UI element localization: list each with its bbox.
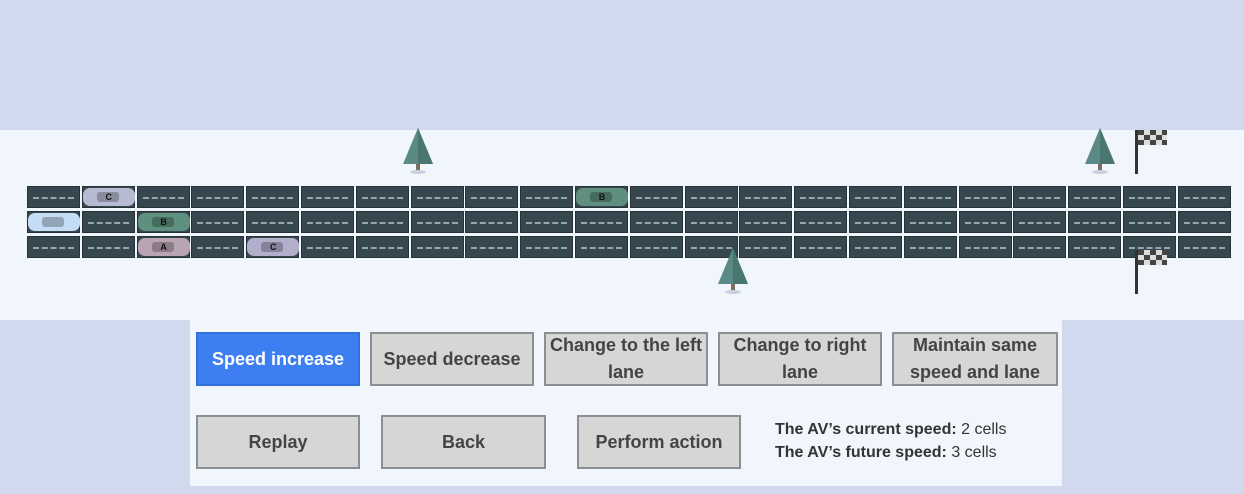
road-cell bbox=[739, 186, 793, 208]
road-cell bbox=[520, 211, 574, 233]
road-cell bbox=[27, 186, 80, 208]
road-cell bbox=[246, 186, 300, 208]
road-cell bbox=[684, 236, 738, 258]
road-cell bbox=[794, 211, 848, 233]
car-label: C bbox=[105, 192, 113, 202]
road-cell bbox=[629, 211, 683, 233]
road-cell bbox=[410, 211, 464, 233]
speed-info: The AV’s current speed: 2 cells The AV’s… bbox=[775, 418, 1006, 464]
replay-button[interactable]: Replay bbox=[196, 415, 360, 469]
future-speed-value: 3 cells bbox=[951, 444, 997, 461]
road-cell bbox=[191, 236, 245, 258]
road-cell bbox=[1013, 211, 1067, 233]
road-cell bbox=[1068, 211, 1122, 233]
road-cell bbox=[136, 186, 190, 208]
speed-increase-button[interactable]: Speed increase bbox=[196, 332, 360, 386]
car-a: A bbox=[137, 238, 190, 256]
future-speed-label: The AV’s future speed: bbox=[775, 444, 947, 461]
road-cell bbox=[958, 211, 1012, 233]
road-cell bbox=[575, 236, 628, 258]
road-cell bbox=[1068, 186, 1122, 208]
car-c: C bbox=[247, 238, 300, 256]
road-cell bbox=[629, 186, 683, 208]
road-cell bbox=[246, 211, 300, 233]
tree-icon bbox=[1085, 128, 1115, 174]
road-cell bbox=[81, 236, 135, 258]
road-cell bbox=[27, 236, 80, 258]
road-cell bbox=[903, 236, 957, 258]
tree-icon bbox=[718, 248, 748, 294]
road-cell bbox=[1068, 236, 1122, 258]
road-cell bbox=[684, 186, 738, 208]
road-cell bbox=[739, 211, 793, 233]
road-cell bbox=[520, 186, 574, 208]
speed-decrease-button[interactable]: Speed decrease bbox=[370, 332, 534, 386]
road-cell bbox=[355, 186, 409, 208]
car-c: C bbox=[82, 188, 135, 206]
maintain-speed-lane-button[interactable]: Maintain same speed and lane bbox=[892, 332, 1058, 386]
current-speed-line: The AV’s current speed: 2 cells bbox=[775, 418, 1006, 441]
finish-flag-icon bbox=[1135, 130, 1167, 174]
road-cell bbox=[355, 211, 409, 233]
finish-flag-icon bbox=[1135, 250, 1167, 294]
road-cell bbox=[81, 211, 135, 233]
current-speed-label: The AV’s current speed: bbox=[775, 421, 957, 438]
tree-icon bbox=[403, 128, 433, 174]
road-cell bbox=[1123, 186, 1176, 208]
road-cell bbox=[465, 211, 519, 233]
future-speed-line: The AV’s future speed: 3 cells bbox=[775, 441, 1006, 464]
road-cell bbox=[849, 236, 902, 258]
road-cell bbox=[301, 186, 354, 208]
road-cell bbox=[1177, 211, 1231, 233]
road-cell bbox=[191, 211, 245, 233]
road-cell bbox=[1177, 236, 1231, 258]
car-label: B bbox=[160, 217, 167, 227]
road-cell bbox=[1123, 211, 1176, 233]
change-left-lane-button[interactable]: Change to the left lane bbox=[544, 332, 708, 386]
road-cell bbox=[903, 211, 957, 233]
road-cell bbox=[191, 186, 245, 208]
road-cell bbox=[794, 236, 848, 258]
current-speed-value: 2 cells bbox=[961, 421, 1007, 438]
car-label: A bbox=[160, 242, 167, 252]
road-cell bbox=[739, 236, 793, 258]
road-grid: C B B A C bbox=[27, 186, 1233, 260]
car-label: B bbox=[598, 192, 606, 202]
road-cell bbox=[301, 211, 354, 233]
car-label: C bbox=[269, 242, 277, 252]
road-cell bbox=[355, 236, 409, 258]
change-right-lane-button[interactable]: Change to right lane bbox=[718, 332, 882, 386]
road-cell bbox=[575, 211, 628, 233]
car-b: B bbox=[576, 188, 628, 206]
road-cell bbox=[520, 236, 574, 258]
road-cell bbox=[410, 186, 464, 208]
road-cell bbox=[1013, 186, 1067, 208]
perform-action-button[interactable]: Perform action bbox=[577, 415, 741, 469]
road-cell bbox=[849, 186, 902, 208]
road-cell bbox=[301, 236, 354, 258]
road-cell bbox=[903, 186, 957, 208]
back-button[interactable]: Back bbox=[381, 415, 546, 469]
road-cell bbox=[958, 186, 1012, 208]
road-cell bbox=[410, 236, 464, 258]
av-car bbox=[28, 213, 80, 231]
car-b: B bbox=[137, 213, 190, 231]
road-cell bbox=[849, 211, 902, 233]
road-cell bbox=[1013, 236, 1067, 258]
road-cell bbox=[465, 186, 519, 208]
road-cell bbox=[629, 236, 683, 258]
road-cell bbox=[1177, 186, 1231, 208]
road-cell bbox=[465, 236, 519, 258]
road-cell bbox=[684, 211, 738, 233]
sky bbox=[3, 0, 1241, 130]
road-cell bbox=[958, 236, 1012, 258]
road-cell bbox=[794, 186, 848, 208]
